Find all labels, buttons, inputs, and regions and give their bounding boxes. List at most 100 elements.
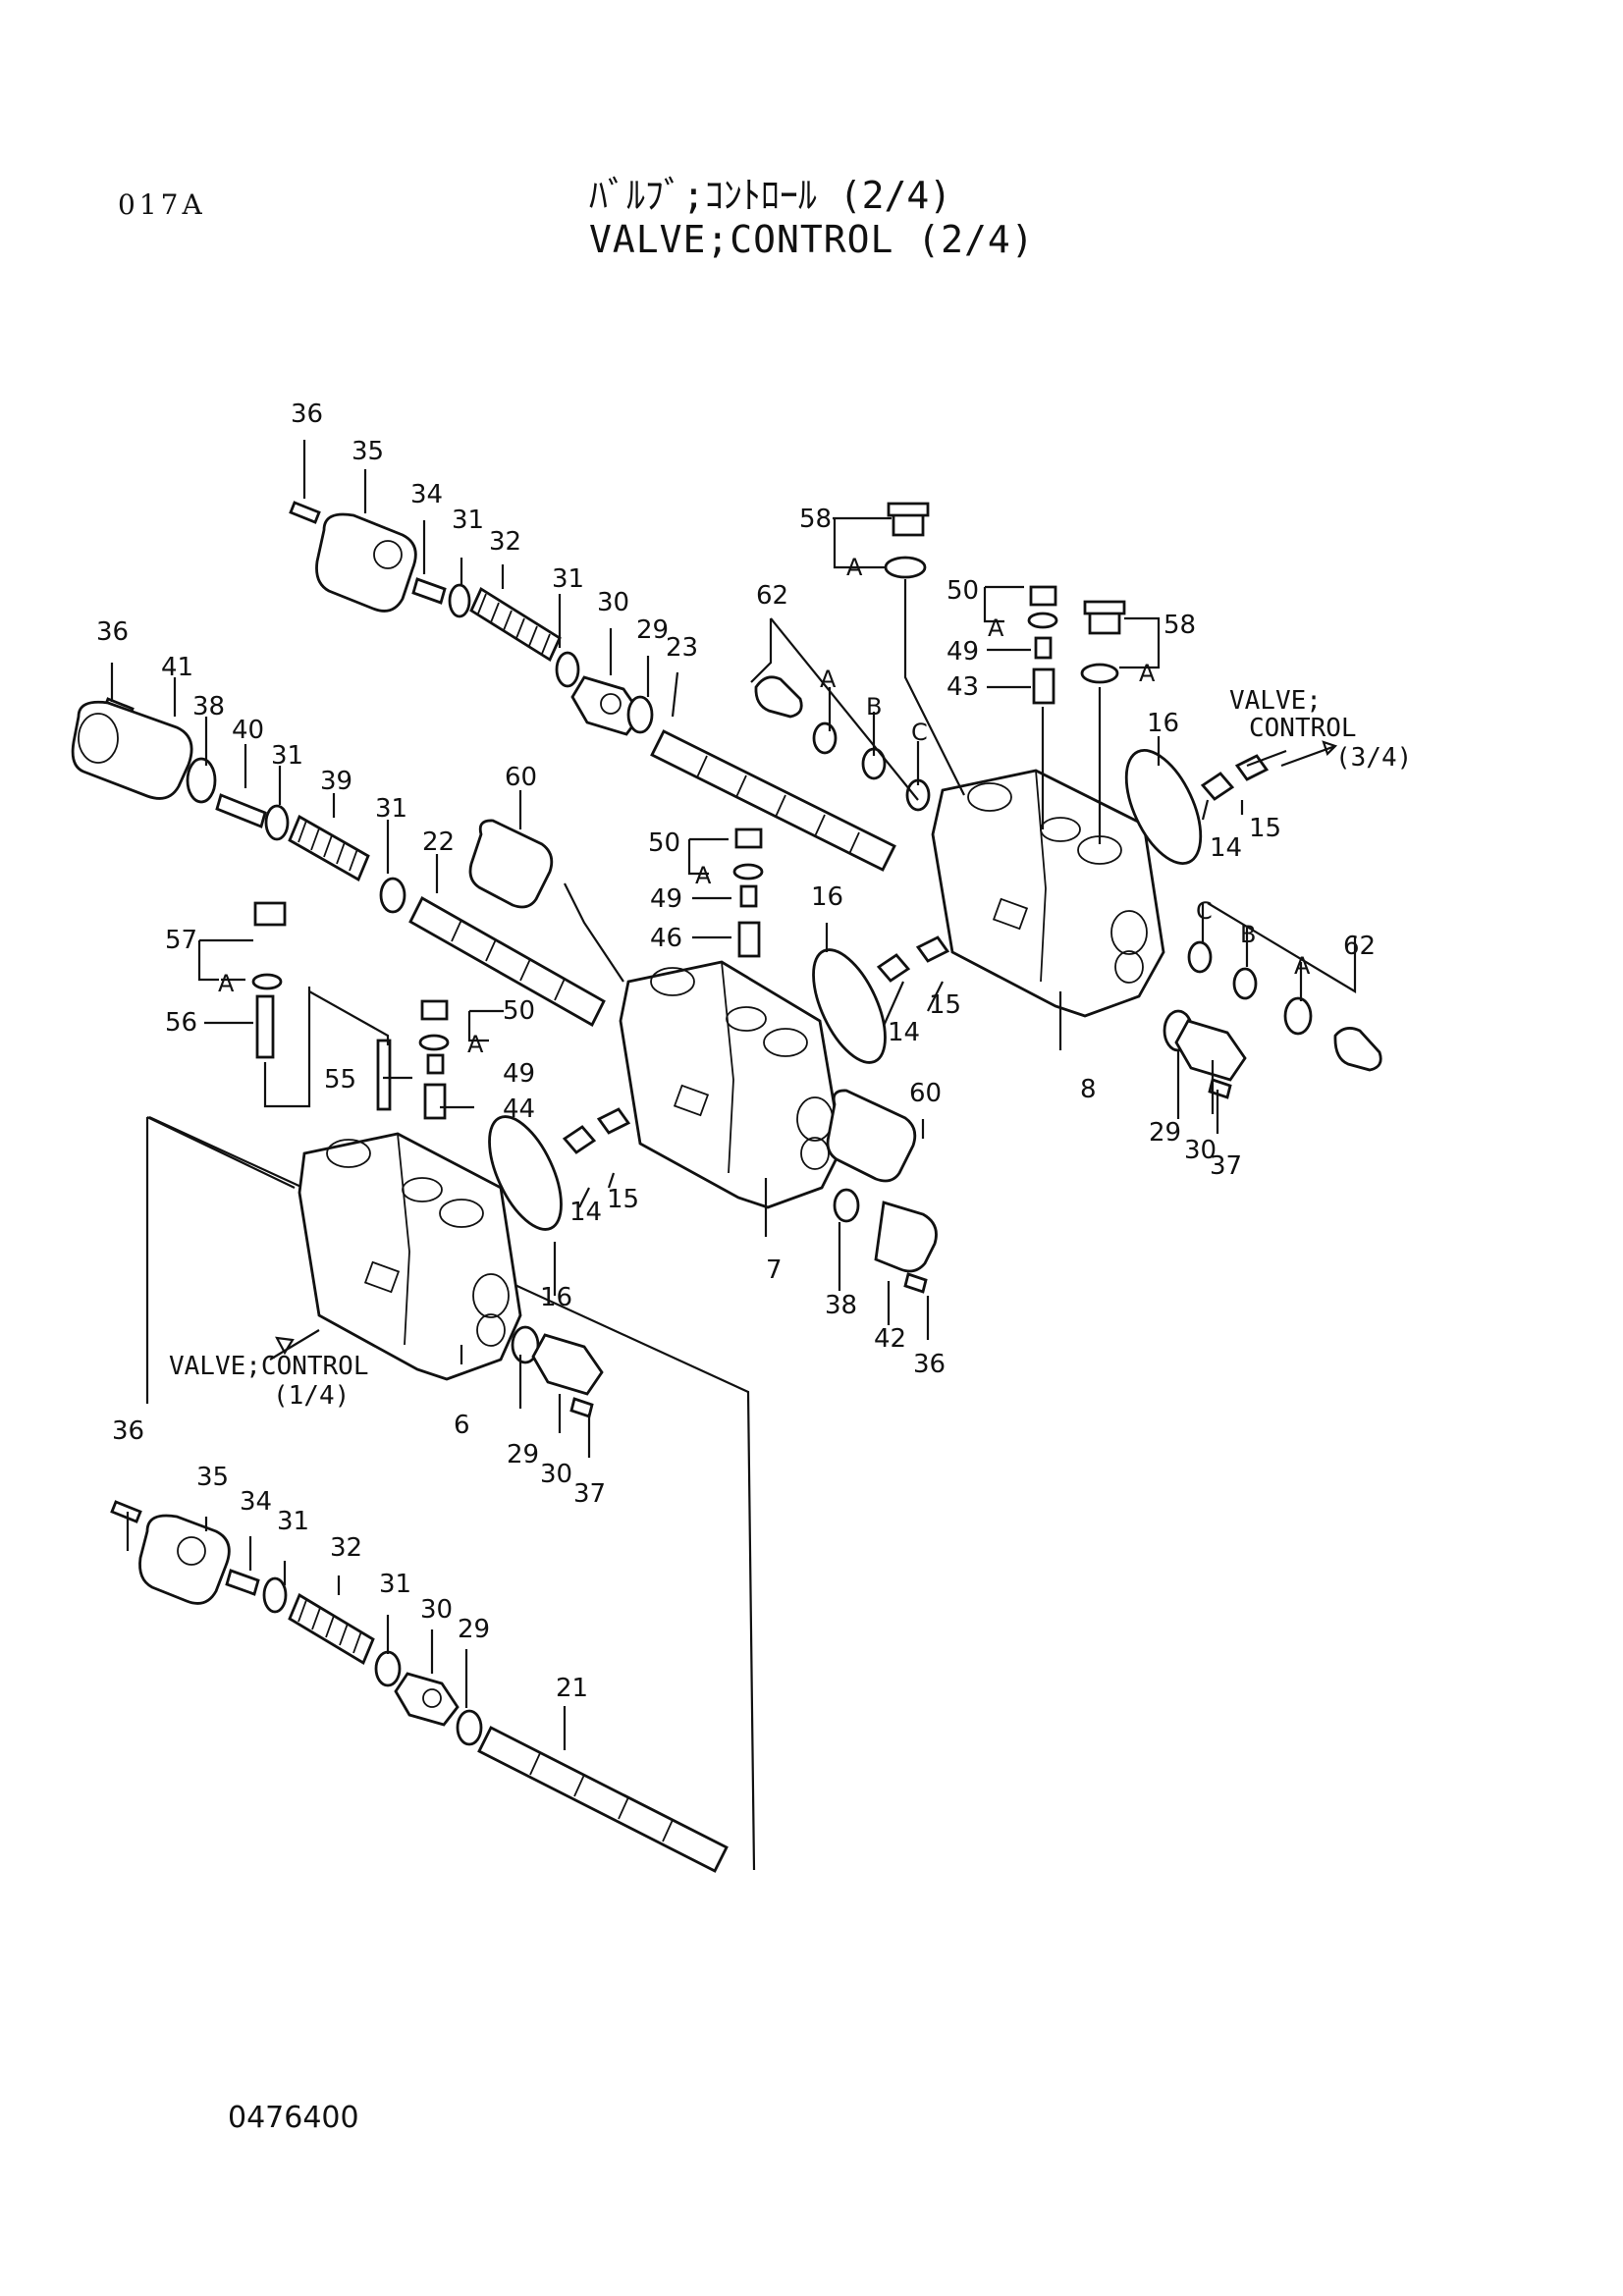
callout-31-mid-b: 31 xyxy=(375,794,407,824)
reference-valve-control-1-4: VALVE;CONTROL (1/4) xyxy=(169,1352,369,1411)
page-code: 017A xyxy=(118,188,206,221)
callout-36-bottom: 36 xyxy=(112,1416,144,1446)
o-ring-a-50-mid xyxy=(732,863,764,881)
callout-30-upper: 30 xyxy=(1184,1136,1217,1165)
sub-label-a-50-mid: A xyxy=(695,862,712,889)
callout-15-lower: 15 xyxy=(607,1185,639,1214)
plate-30-bottom xyxy=(394,1672,460,1727)
sub-label-a-58-top: A xyxy=(846,554,863,581)
body-7-parts xyxy=(732,828,950,1294)
reference-1-4-line1: VALVE;CONTROL xyxy=(169,1352,369,1381)
callout-44: 44 xyxy=(503,1095,535,1124)
bolt-36-right xyxy=(903,1272,928,1294)
callout-29-bottom: 29 xyxy=(458,1615,490,1644)
valve-60-mid xyxy=(468,819,554,909)
reference-3-4-line1: VALVE; xyxy=(1229,686,1322,716)
plug-50-mid xyxy=(734,828,763,849)
spring-32-top-coils xyxy=(477,593,551,655)
document-number: 0476400 xyxy=(228,2101,359,2135)
middle-spool-assembly xyxy=(71,697,624,1027)
seat-31-mid-b xyxy=(379,877,406,914)
o-ring-sub-labels: A A A A B C C B A A A A xyxy=(218,554,1311,1058)
o-ring-16-upper xyxy=(1124,748,1203,866)
spring-39 xyxy=(288,814,370,882)
callout-14-lower: 14 xyxy=(569,1198,602,1227)
o-ring-16-lower xyxy=(488,1115,563,1231)
plug-14-lower xyxy=(562,1125,597,1154)
seal-29-top xyxy=(626,695,654,734)
callout-32-bottom: 32 xyxy=(330,1533,362,1563)
spool-23 xyxy=(650,729,896,872)
plug-57 xyxy=(253,901,287,927)
spring-49-mid xyxy=(739,884,758,908)
callout-50-lower: 50 xyxy=(503,996,535,1026)
spring-39-coils xyxy=(298,820,358,872)
spring-32-bottom-coils xyxy=(298,1599,362,1654)
callout-29-upper: 29 xyxy=(1149,1118,1181,1148)
spool-22 xyxy=(408,896,606,1027)
poppet-46 xyxy=(737,921,761,958)
sub-label-c-62-right: C xyxy=(1196,897,1213,925)
callout-31-top-a: 31 xyxy=(452,506,484,535)
o-ring-a-58-right xyxy=(1080,663,1119,684)
spool-21 xyxy=(477,1726,729,1873)
reference-3-4-arrow xyxy=(1280,744,1336,768)
seat-31-top-b xyxy=(555,651,580,688)
plate-30-lower xyxy=(531,1333,604,1396)
valve-60-right xyxy=(826,1089,917,1183)
callout-46: 46 xyxy=(650,924,682,953)
cap-41 xyxy=(71,700,193,800)
sub-label-a-50-upper: A xyxy=(988,614,1004,642)
plate-30-bottom-bore xyxy=(422,1688,442,1708)
callout-22: 22 xyxy=(422,828,455,857)
bolt-36-top xyxy=(289,501,321,524)
pin-34-top xyxy=(411,577,447,605)
callout-15-mid: 15 xyxy=(929,990,961,1020)
callout-40: 40 xyxy=(232,716,264,745)
callout-29-top: 29 xyxy=(636,615,669,645)
seat-31-bottom-b xyxy=(374,1650,402,1687)
callout-16-mid: 16 xyxy=(811,882,843,912)
screw-15-lower xyxy=(596,1107,631,1135)
callout-21: 21 xyxy=(556,1674,588,1703)
callout-30-lower: 30 xyxy=(540,1460,572,1489)
reference-1-4-line2: (1/4) xyxy=(273,1381,350,1411)
callout-36-mid: 36 xyxy=(96,617,129,647)
cap-35-bore xyxy=(373,540,403,569)
callout-38-right: 38 xyxy=(825,1291,857,1320)
sub-label-a-62-left: A xyxy=(820,666,837,693)
o-ring-b-62-right xyxy=(1232,967,1258,1000)
spring-32-top xyxy=(469,586,562,663)
callout-38-mid: 38 xyxy=(192,692,225,721)
callout-34-top: 34 xyxy=(410,480,443,509)
pin-55 xyxy=(376,1039,392,1111)
callout-31-top-b: 31 xyxy=(552,564,584,594)
page-title-japanese: ﾊﾞﾙﾌﾞ;ｺﾝﾄﾛｰﾙ (2/4) xyxy=(589,174,952,217)
sub-label-b-62-left: B xyxy=(866,693,882,721)
valve-60-mid-leader xyxy=(564,882,624,983)
sub-label-b-62-right: B xyxy=(1240,921,1256,948)
plate-30-top xyxy=(570,675,643,736)
callout-56: 56 xyxy=(165,1008,197,1038)
leader-lines xyxy=(110,440,1357,1750)
callout-60-right: 60 xyxy=(909,1079,942,1108)
callout-35-top: 35 xyxy=(352,437,384,466)
reference-3-4-line2: CONTROL xyxy=(1249,714,1357,743)
o-ring-a-57 xyxy=(251,973,283,990)
body-6-parts xyxy=(251,901,631,1418)
reference-3-4-line3: (3/4) xyxy=(1335,743,1412,773)
plug-50-lower xyxy=(420,999,449,1021)
callout-37-upper: 37 xyxy=(1210,1151,1242,1181)
callout-58-top: 58 xyxy=(799,505,832,534)
seal-29-bottom xyxy=(456,1709,483,1746)
callout-50-upper: 50 xyxy=(947,576,979,606)
plug-62-left xyxy=(754,675,803,719)
o-ring-a-50-upper xyxy=(1027,612,1058,629)
plug-14-upper xyxy=(1200,772,1235,801)
poppet-44 xyxy=(423,1083,447,1120)
seat-31-top-a xyxy=(448,583,471,618)
body-8-parts xyxy=(754,502,1382,1099)
callout-60-mid: 60 xyxy=(505,763,537,792)
plug-58-right xyxy=(1083,600,1126,635)
callout-31-bottom-a: 31 xyxy=(277,1507,309,1536)
